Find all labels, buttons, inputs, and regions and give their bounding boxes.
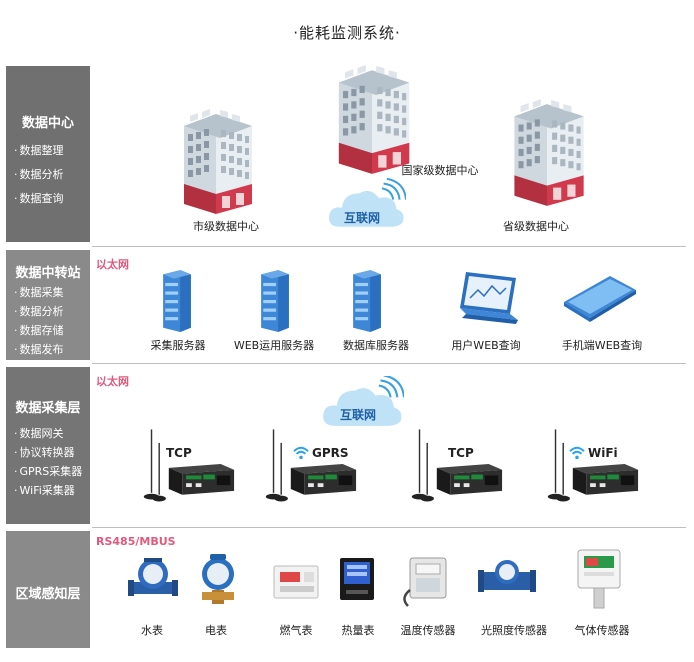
list-item: 协议转换器 [6, 443, 90, 462]
heat-meter-icon [340, 558, 374, 600]
building-icon [176, 108, 256, 218]
building-icon [330, 64, 414, 178]
device-label: 电表 [205, 624, 227, 637]
server-label: 用户WEB查询 [451, 339, 521, 352]
gas-sensor-icon [577, 549, 621, 609]
ethernet-tag: 以太网 [96, 375, 129, 388]
bus-tag: RS485/MBUS [96, 535, 176, 548]
gateway-device-icon [408, 424, 504, 504]
server-label: 数据库服务器 [343, 339, 409, 352]
divider [92, 527, 686, 528]
protocol-label: TCP [448, 446, 474, 460]
national-datacenter-label: 国家级数据中心 [401, 164, 479, 177]
server-icon [350, 268, 384, 332]
server-label: 采集服务器 [150, 339, 206, 352]
server-label: 手机端WEB查询 [561, 339, 643, 352]
device-label: 燃气表 [279, 624, 313, 637]
gateway-device-icon [544, 424, 640, 504]
divider [92, 363, 686, 364]
section-datacenter: 数据中心 数据整理 数据分析 数据查询 [6, 66, 90, 242]
list-item: 数据采集 [6, 283, 90, 302]
server-label: WEB运用服务器 [233, 339, 315, 352]
list-item: GPRS采集器 [6, 462, 90, 481]
list-item: WiFi采集器 [6, 481, 90, 500]
device-label: 气体传感器 [574, 624, 630, 637]
section-collect: 数据采集层 数据网关 协议转换器 GPRS采集器 WiFi采集器 [6, 367, 90, 524]
internet-label: 互联网 [339, 408, 376, 422]
gateway-device-icon [262, 424, 358, 504]
list-item: 数据查询 [6, 187, 90, 211]
wifi-icon [568, 446, 586, 460]
device-label: 温度传感器 [400, 624, 456, 637]
divider [92, 246, 686, 247]
laptop-icon [460, 272, 518, 324]
protocol-label: WiFi [588, 446, 618, 460]
device-label: 热量表 [341, 624, 375, 637]
mobile-phone-icon [564, 276, 636, 322]
protocol-label: GPRS [312, 446, 349, 460]
city-datacenter-label: 市级数据中心 [193, 220, 259, 233]
device-label: 水表 [141, 624, 163, 637]
gateway-device-icon [140, 424, 236, 504]
gas-meter-icon [273, 565, 319, 599]
temperature-sensor-icon [403, 557, 447, 607]
list-item: 数据分析 [6, 163, 90, 187]
section-head: 区域感知层 [15, 587, 81, 602]
list-item: 数据整理 [6, 139, 90, 163]
water-meter-icon [128, 558, 178, 596]
list-item: 数据发布 [6, 340, 90, 359]
electric-meter-icon [202, 554, 234, 604]
ethernet-tag: 以太网 [96, 258, 129, 271]
list-item: 数据存储 [6, 321, 90, 340]
section-head: 数据中转站 [15, 266, 81, 281]
section-relay: 数据中转站 数据采集 数据分析 数据存储 数据发布 [6, 250, 90, 360]
wifi-icon [292, 446, 310, 460]
section-head: 数据采集层 [15, 401, 81, 416]
server-icon [258, 268, 292, 332]
server-icon [160, 268, 194, 332]
building-icon [506, 98, 588, 210]
list-item: 数据分析 [6, 302, 90, 321]
section-sensing: 区域感知层 [6, 531, 90, 648]
list-item: 数据网关 [6, 424, 90, 443]
internet-label: 互联网 [343, 211, 380, 225]
device-label: 光照度传感器 [481, 624, 547, 637]
illuminance-sensor-icon [478, 560, 536, 592]
province-datacenter-label: 省级数据中心 [503, 220, 569, 233]
page-title: ·能耗监测系统· [293, 24, 401, 42]
protocol-label: TCP [166, 446, 192, 460]
section-head: 数据中心 [21, 116, 74, 131]
